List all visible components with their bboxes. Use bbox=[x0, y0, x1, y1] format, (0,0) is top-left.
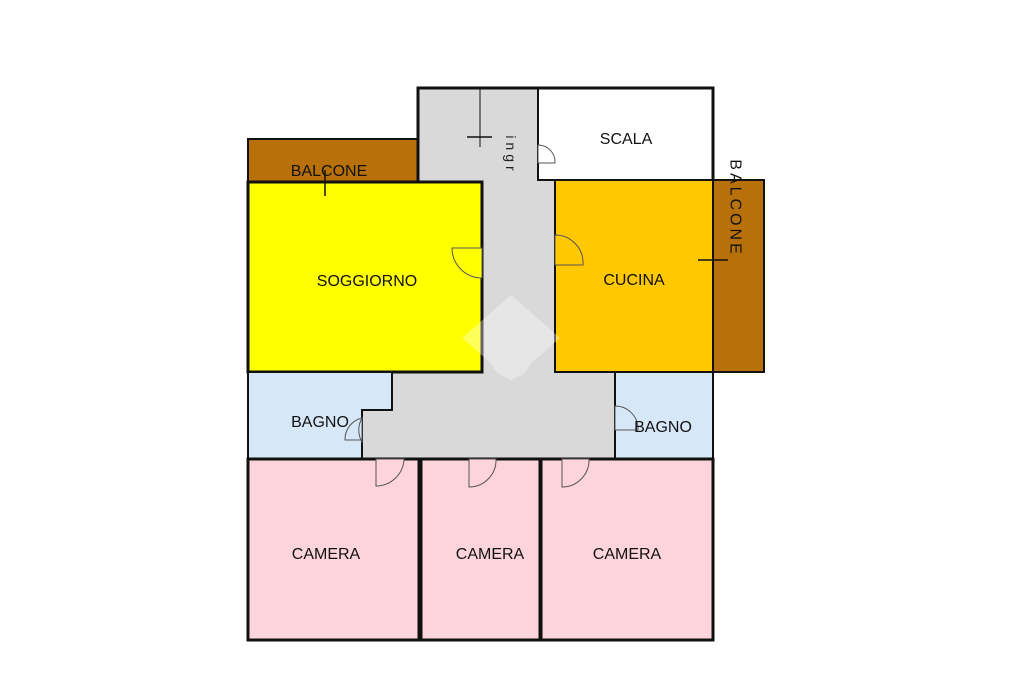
living-room-label: SOGGIORNO bbox=[317, 273, 417, 290]
corridor-wall bbox=[416, 86, 715, 182]
kitchen-room bbox=[554, 179, 714, 373]
door-bedroom-left bbox=[375, 458, 405, 487]
bedroom-middle-label: CAMERA bbox=[456, 546, 525, 563]
balcony-top-label: BALCONE bbox=[291, 163, 367, 180]
entrance-label: ingr bbox=[503, 135, 519, 174]
kitchen-label: CUCINA bbox=[603, 272, 665, 289]
door-bath-right bbox=[614, 405, 639, 431]
door-bedroom-middle bbox=[468, 458, 497, 488]
bathroom-left-label: BAGNO bbox=[291, 414, 349, 431]
bedroom-right-room bbox=[539, 457, 715, 642]
balcony-side-label: BALCONE bbox=[727, 159, 744, 256]
bathroom-right-label: BAGNO bbox=[634, 419, 692, 436]
door-bedroom-right bbox=[561, 458, 590, 488]
balcony-side-room bbox=[712, 179, 765, 373]
door-stair bbox=[537, 144, 556, 164]
house-logo-icon bbox=[462, 295, 560, 381]
door-bath-left bbox=[344, 416, 363, 444]
door-kitchen bbox=[554, 234, 584, 266]
door-living bbox=[451, 247, 483, 279]
stair-room bbox=[537, 87, 714, 181]
bedroom-right-label: CAMERA bbox=[593, 546, 662, 563]
bedroom-left-label: CAMERA bbox=[292, 546, 361, 563]
bedroom-left-room bbox=[246, 457, 421, 642]
stair-label: SCALA bbox=[600, 131, 653, 148]
